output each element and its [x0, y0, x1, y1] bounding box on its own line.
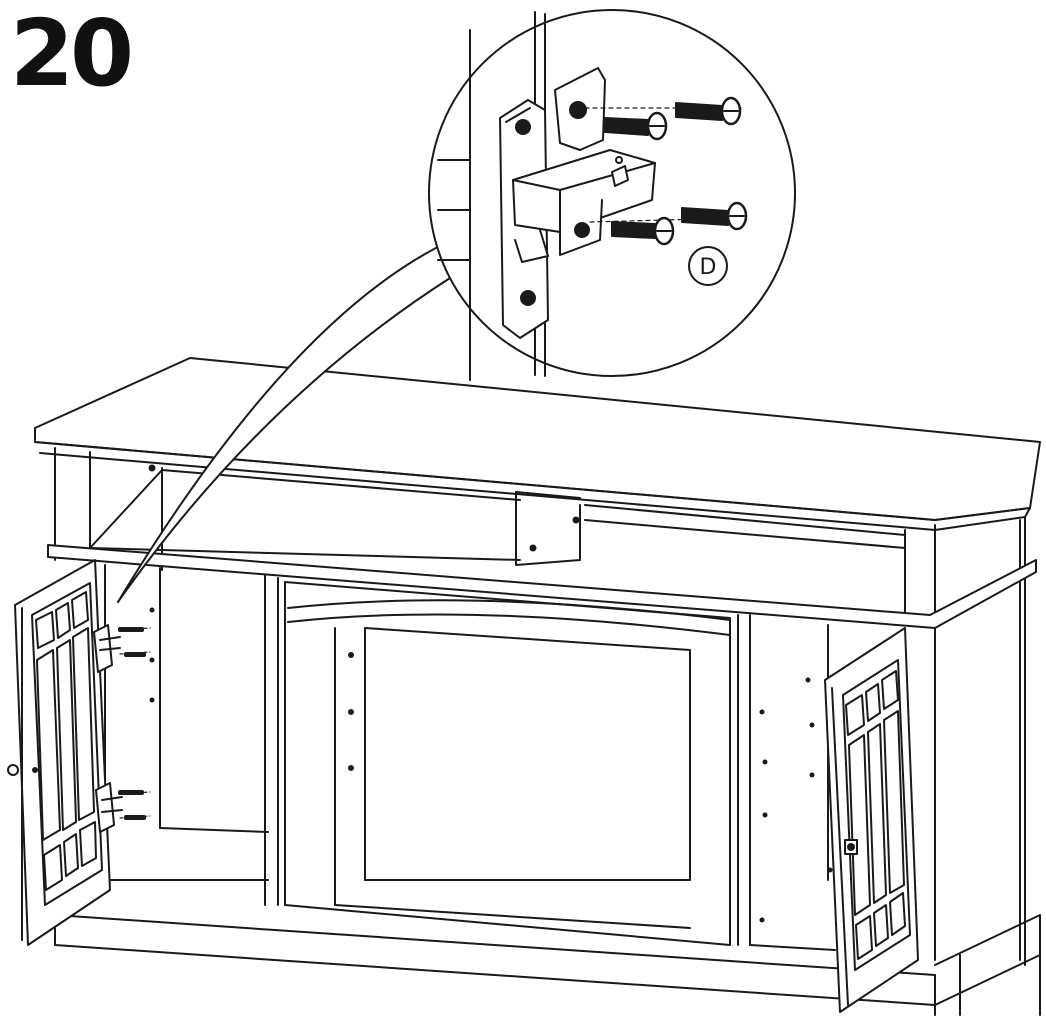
screw-icon [604, 96, 748, 246]
right-post [904, 516, 1026, 966]
part-label-badge [688, 246, 728, 286]
detail-callout [428, 9, 796, 381]
step-number: 20 [10, 0, 134, 107]
callout-leader [117, 231, 471, 603]
fireplace-opening [284, 581, 731, 946]
cabinet-base [54, 899, 1041, 1016]
right-compartment [737, 614, 836, 951]
part-label: D [700, 255, 717, 280]
right-door [824, 627, 919, 1013]
left-door [7, 559, 111, 946]
left-post [54, 447, 163, 571]
screw-icon [118, 627, 146, 820]
hinge-icon [93, 624, 151, 833]
upper-shelf [89, 469, 906, 561]
center-bracket [515, 491, 581, 566]
mounting-holes [148, 464, 833, 923]
middle-rail [47, 544, 1037, 629]
lower-body [104, 564, 279, 906]
